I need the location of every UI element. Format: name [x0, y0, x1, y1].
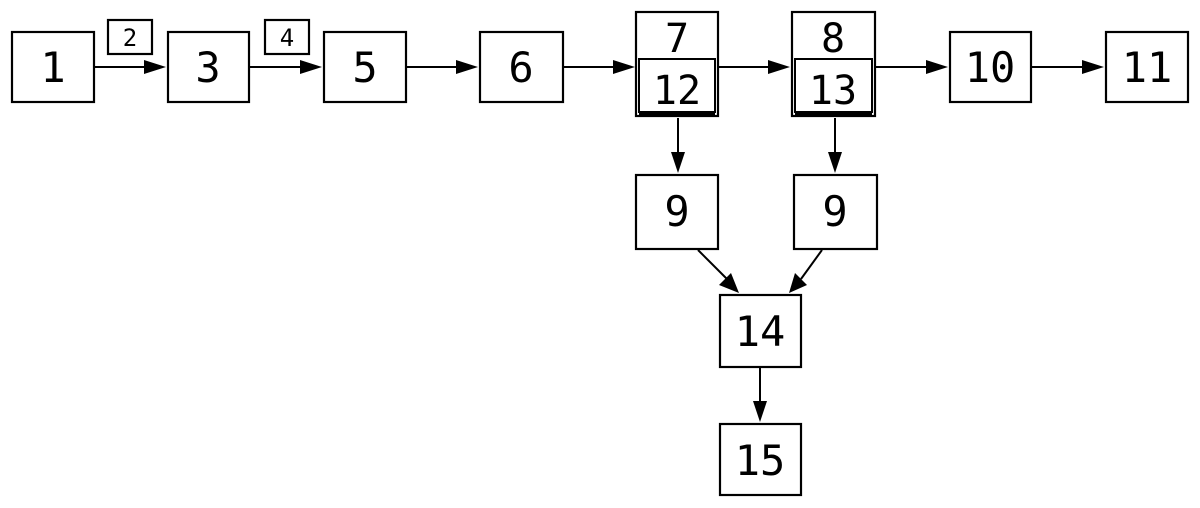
arrowhead-to-9b: [828, 152, 842, 173]
node-12-label: 12: [653, 68, 701, 114]
node-7: 7 12: [634, 10, 720, 118]
arrowhead-to-9a: [671, 152, 685, 173]
arrowhead-to-8: [768, 60, 790, 74]
node-11: 11: [1104, 30, 1190, 104]
node-4-label: 4: [280, 24, 294, 52]
edge-9b-14: [800, 249, 823, 280]
node-10: 10: [948, 30, 1033, 104]
node-1: 1: [10, 30, 96, 104]
node-9-right-label: 9: [822, 187, 847, 236]
node-14-label: 14: [735, 307, 786, 356]
arrowhead-to-11: [1082, 60, 1104, 74]
node-7-label: 7: [665, 16, 689, 62]
node-3: 3: [166, 30, 251, 104]
node-14: 14: [718, 293, 803, 369]
node-13-label: 13: [809, 68, 857, 114]
node-10-label: 10: [965, 43, 1016, 92]
node-9-left-label: 9: [664, 187, 689, 236]
node-15: 15: [718, 422, 803, 497]
node-2: 2: [106, 18, 154, 56]
arrowhead-to-14-right: [789, 273, 807, 293]
arrowhead-to-5: [300, 60, 322, 74]
node-9-left: 9: [634, 173, 720, 251]
arrowhead-to-15: [753, 401, 767, 422]
node-8: 8 13: [790, 10, 877, 118]
edge-9a-14: [697, 249, 728, 280]
arrowhead-to-7: [613, 60, 635, 74]
node-15-label: 15: [735, 436, 786, 485]
arrowhead-to-10: [926, 60, 948, 74]
node-5-label: 5: [352, 43, 377, 92]
arrowhead-to-3: [144, 60, 166, 74]
arrowhead-to-14-left: [719, 273, 739, 293]
node-11-label: 11: [1122, 43, 1173, 92]
node-9-right: 9: [792, 173, 879, 251]
arrowhead-to-6: [456, 60, 478, 74]
node-6-label: 6: [508, 43, 533, 92]
node-13: [794, 58, 873, 113]
node-12: [638, 58, 716, 113]
node-5: 5: [322, 30, 408, 104]
node-6: 6: [478, 30, 565, 104]
node-4: 4: [263, 18, 311, 56]
node-1-label: 1: [40, 43, 65, 92]
node-8-label: 8: [821, 16, 845, 62]
arrowheads: [144, 60, 1104, 422]
node-2-label: 2: [123, 24, 137, 52]
connectors: [94, 66, 1086, 404]
node-3-label: 3: [195, 43, 220, 92]
